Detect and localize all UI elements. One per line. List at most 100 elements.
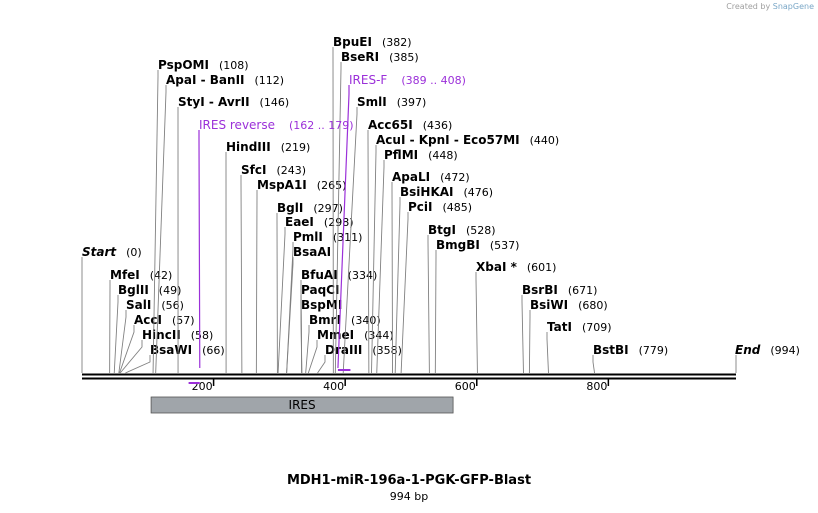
primer-leader-line: [198, 130, 201, 369]
site-name-label: ApaI - BanII: [166, 73, 245, 87]
site-leader-line: [152, 70, 159, 374]
site-position-label: (219): [281, 141, 311, 154]
site-apai-banii: ApaI - BanII (112): [155, 73, 285, 374]
site-name-label: BfuAI: [301, 268, 338, 282]
site-leader-line: [119, 340, 143, 374]
site-bgli: BglI(297): [276, 201, 343, 374]
site-position-label: (146): [260, 96, 290, 109]
site-position-label: (528): [466, 224, 496, 237]
site-name-label: PciI: [408, 200, 433, 214]
primer-ires-f: IRES-F (389 .. 408): [337, 73, 466, 371]
site-name-label: ApaLI: [392, 170, 430, 184]
site-position-label: (344): [364, 329, 394, 342]
site-bpuei: BpuEI(382): [332, 35, 412, 374]
site-pmli: PmlI(311): [286, 230, 363, 374]
site-name-label: PflMI: [384, 148, 418, 162]
site-bsiwi: BsiWI(680): [528, 298, 608, 374]
site-position-label: (311): [333, 231, 363, 244]
site-position-label: (112): [255, 74, 285, 87]
site-position-label: (297): [313, 202, 343, 215]
site-position-label: (601): [527, 261, 557, 274]
site-leader-line: [400, 212, 409, 374]
site-position-label: (358): [372, 344, 402, 357]
site-position-label: (334): [348, 269, 378, 282]
site-bsrbi: BsrBI(671): [521, 283, 597, 374]
site-leader-line: [334, 62, 342, 374]
site-end: End (994): [735, 343, 800, 373]
site-position-label: (56): [161, 299, 184, 312]
primer-name-label: IRES-F: [349, 73, 387, 87]
site-leader-line: [427, 235, 430, 374]
site-name-label: SfcI: [241, 163, 266, 177]
site-name-label: BspMI: [301, 298, 342, 312]
brand-name: SnapGene: [772, 2, 814, 11]
feature-bar-ires: [150, 396, 454, 414]
site-bglii: BglII(49): [113, 283, 181, 374]
site-apali: ApaLI(472): [391, 170, 470, 374]
site-leader-line: [155, 85, 167, 374]
site-position-label: (476): [464, 186, 494, 199]
site-name-label: BmgBI: [436, 238, 480, 252]
site-position-label: (382): [382, 36, 412, 49]
primer-range-label: (389 .. 408): [401, 74, 466, 87]
site-leader-line: [521, 295, 524, 374]
site-name-label: EaeI: [285, 215, 314, 229]
site-acc65i: Acc65I (436): [367, 118, 453, 374]
site-position-label: (680): [578, 299, 608, 312]
site-leader-line: [305, 325, 310, 374]
site-name-label: End: [735, 343, 761, 357]
site-name-label: BsrBI: [522, 283, 558, 297]
site-bfuai: BfuAI (334): [300, 268, 378, 374]
site-bstbi: BstBI(779): [592, 343, 668, 374]
site-position-label: (58): [191, 329, 214, 342]
snapgene-brand: Created by SnapGene: [726, 2, 814, 11]
site-leader-line: [125, 355, 151, 374]
site-name-label: TatI: [547, 320, 572, 334]
site-leader-line: [367, 130, 370, 374]
site-leader-line: [307, 340, 318, 374]
site-position-label: (0): [126, 246, 142, 259]
site-name-label: BsiHKAI: [400, 185, 454, 199]
site-bmgbi: BmgBI(537): [434, 238, 519, 374]
site-leader-line: [300, 310, 303, 374]
site-name-label: PaqCI: [301, 283, 339, 297]
primer-name-label: IRES reverse: [199, 118, 275, 132]
site-name-label: BsaWI: [150, 343, 192, 357]
ruler-tick-label: 600: [455, 380, 476, 393]
site-position-label: (440): [530, 134, 560, 147]
site-position-label: (42): [150, 269, 173, 282]
site-bsihkai: BsiHKAI (476): [394, 185, 494, 374]
site-sfci: SfcI(243): [240, 163, 306, 374]
site-hindiii: HindIII (219): [225, 140, 311, 374]
site-name-label: BtgI: [428, 223, 456, 237]
site-position-label: (994): [770, 344, 800, 357]
site-name-label: AcuI - KpnI - Eco57MI: [376, 133, 520, 147]
feature-label: IRES: [289, 398, 316, 412]
site-smli: SmlI(397): [342, 95, 426, 374]
site-position-label: (265): [317, 179, 347, 192]
site-name-label: HincII: [142, 328, 181, 342]
site-name-label: SalI: [126, 298, 151, 312]
site-pspomi: PspOMI (108): [152, 58, 249, 374]
site-leader-line: [255, 190, 258, 374]
site-name-label: StyI - AvrII: [178, 95, 250, 109]
site-name-label: BsaAI: [293, 245, 331, 259]
site-name-label: HindIII: [226, 140, 271, 154]
site-position-label: (108): [219, 59, 249, 72]
site-leader-line: [118, 310, 127, 374]
site-name-label: PspOMI: [158, 58, 209, 72]
site-leader-line: [434, 250, 437, 374]
site-position-label: (436): [423, 119, 453, 132]
ruler-tick-label: 200: [192, 380, 213, 393]
ruler-tick-label: 800: [586, 380, 607, 393]
site-name-label: BseRI: [341, 50, 379, 64]
site-mfei: MfeI(42): [109, 268, 173, 374]
site-xbai: XbaI *(601): [475, 260, 557, 374]
site-name-label: DraIII: [325, 343, 362, 357]
primer-ires-reverse: IRES reverse(162 .. 179): [188, 118, 354, 384]
site-start: Start(0): [81, 245, 142, 373]
site-leader-line: [546, 332, 549, 374]
primer-leader-line: [337, 85, 350, 369]
site-name-label: Acc65I: [368, 118, 413, 132]
